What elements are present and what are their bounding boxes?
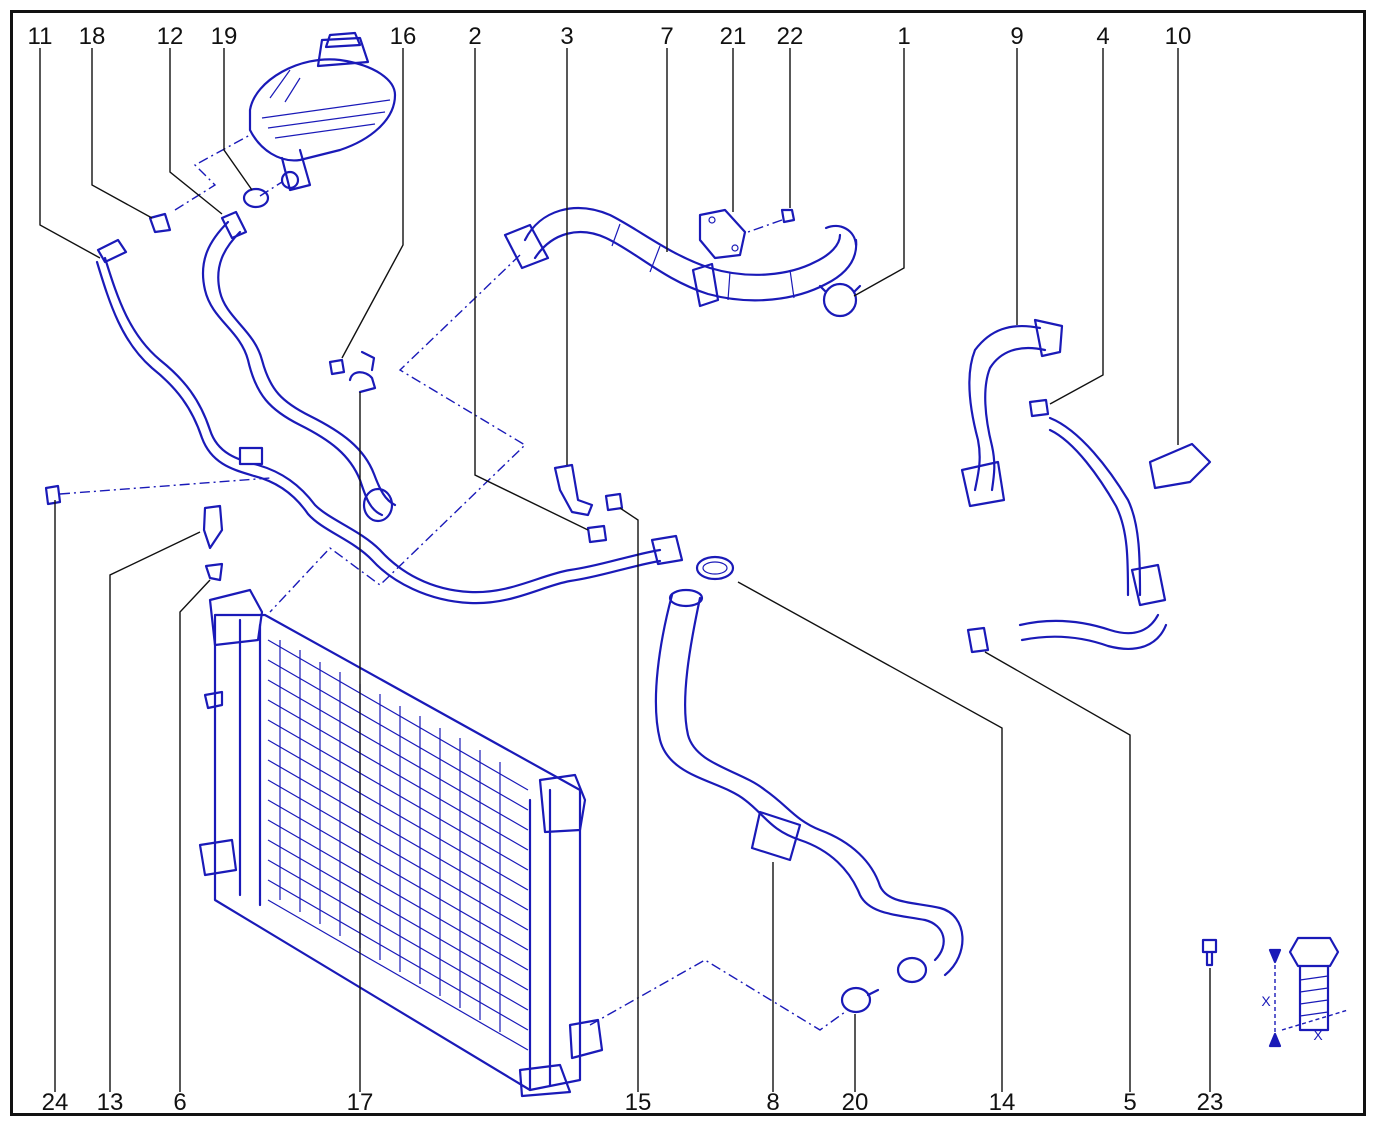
callout-15: 15	[625, 1089, 652, 1116]
expansion-tank	[248, 31, 397, 192]
hose-7	[503, 207, 858, 308]
clip-19	[242, 187, 270, 209]
dimension-label-vertical: X	[1261, 993, 1271, 1009]
callout-21: 21	[720, 23, 747, 50]
clip-2	[586, 524, 608, 544]
leader-lines	[39, 48, 1211, 1092]
bracket-3	[553, 463, 594, 517]
callout-10: 10	[1165, 23, 1192, 50]
hose-8	[654, 588, 964, 984]
clamp-14	[695, 555, 735, 581]
hose-10	[1018, 416, 1212, 650]
bolt-15	[604, 492, 624, 512]
callout-5: 5	[1123, 1089, 1136, 1116]
clamp-20	[840, 986, 880, 1014]
clip-5	[966, 626, 990, 654]
bolt-22	[747, 208, 796, 233]
callout-3: 3	[560, 23, 573, 50]
callout-8: 8	[766, 1089, 779, 1116]
hose-9	[960, 318, 1064, 508]
clamp-1	[818, 282, 862, 318]
callout-9: 9	[1010, 23, 1023, 50]
callout-22: 22	[777, 23, 804, 50]
callout-7: 7	[660, 23, 673, 50]
radiator	[198, 588, 604, 1098]
callouts-top: 11 18 12 19 16 2 3 7 21 22 1 9 4 10	[28, 23, 1192, 50]
hose-12	[201, 210, 397, 523]
callout-23: 23	[1197, 1089, 1224, 1116]
bolt-16	[328, 358, 346, 376]
callouts-bottom: 24 13 6 17 15 8 20 14 5 23	[42, 1089, 1224, 1116]
callout-6: 6	[173, 1089, 186, 1116]
clip-6	[204, 562, 224, 582]
callout-13: 13	[97, 1089, 124, 1116]
callout-17: 17	[347, 1089, 374, 1116]
bolt-detail	[1268, 936, 1349, 1048]
assembly-lines	[174, 134, 846, 1031]
clip-24	[44, 477, 271, 506]
bracket-17	[348, 350, 377, 394]
callout-18: 18	[79, 23, 106, 50]
callout-4: 4	[1096, 23, 1109, 50]
callout-14: 14	[989, 1089, 1016, 1116]
sensor-13	[202, 504, 224, 550]
callout-20: 20	[842, 1089, 869, 1116]
callout-2: 2	[468, 23, 481, 50]
callout-24: 24	[42, 1089, 69, 1116]
clip-18	[148, 212, 172, 234]
callout-1: 1	[897, 23, 910, 50]
clip-4	[1028, 398, 1050, 418]
callout-16: 16	[390, 23, 417, 50]
callout-19: 19	[211, 23, 238, 50]
callout-11: 11	[28, 23, 53, 50]
bracket-21	[698, 208, 747, 260]
bolt-23	[1201, 938, 1218, 967]
dimension-label-diagonal: X	[1313, 1027, 1323, 1043]
hose-11	[95, 238, 684, 605]
callout-12: 12	[157, 23, 184, 50]
